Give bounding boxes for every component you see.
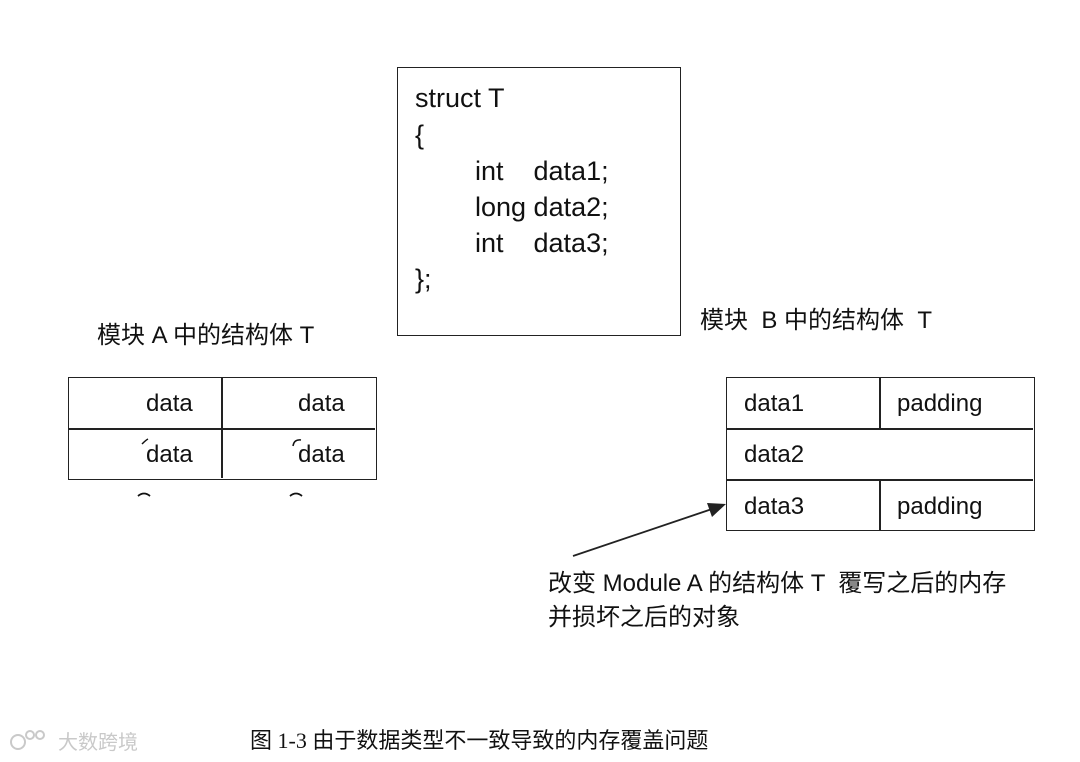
annotation-line-2: 并损坏之后的对象 (548, 604, 740, 631)
module-a-cell: data (298, 441, 345, 468)
module-a-table: data data data data (68, 377, 377, 480)
module-b-cell-data2: data2 (744, 441, 805, 468)
watermark: 大数跨境 (8, 726, 138, 755)
code-line-5: int data3; (475, 228, 609, 258)
code-line-3: int data1; (475, 156, 609, 186)
module-a-cell: data (146, 441, 193, 468)
struct-definition-box: struct T { int data1; long data2; int da… (397, 67, 681, 336)
watermark-logo-icon (10, 729, 45, 750)
module-b-cell-padding: padding (897, 493, 983, 520)
module-b-label: 模块 B 中的结构体 T (700, 307, 933, 334)
code-line-6: }; (415, 264, 432, 294)
module-b-cell-padding: padding (897, 390, 983, 417)
module-b-divider (879, 479, 881, 530)
code-line-2: { (415, 120, 425, 150)
module-a-divider (69, 428, 375, 430)
watermark-text: 大数跨境 (58, 732, 138, 754)
figure-caption: 图 1-3 由于数据类型不一致导致的内存覆盖问题 (250, 728, 709, 753)
module-b-cell-data1: data1 (744, 390, 805, 417)
annotation-line-1: 改变 Module A 的结构体 T 覆写之后的内存 (548, 570, 1007, 597)
module-a-cell: data (298, 390, 345, 417)
module-a-label: 模块 A 中的结构体 T (97, 322, 315, 349)
code-line-1: struct T (415, 83, 505, 113)
module-b-divider (879, 378, 881, 428)
module-b-cell-data3: data3 (744, 493, 805, 520)
module-b-divider (727, 428, 1033, 430)
glyph-fragment-marks (137, 438, 303, 497)
module-a-cell: data (146, 390, 193, 417)
code-line-4: long data2; (475, 192, 609, 222)
module-b-table: data1 padding data2 data3 padding (726, 377, 1035, 531)
